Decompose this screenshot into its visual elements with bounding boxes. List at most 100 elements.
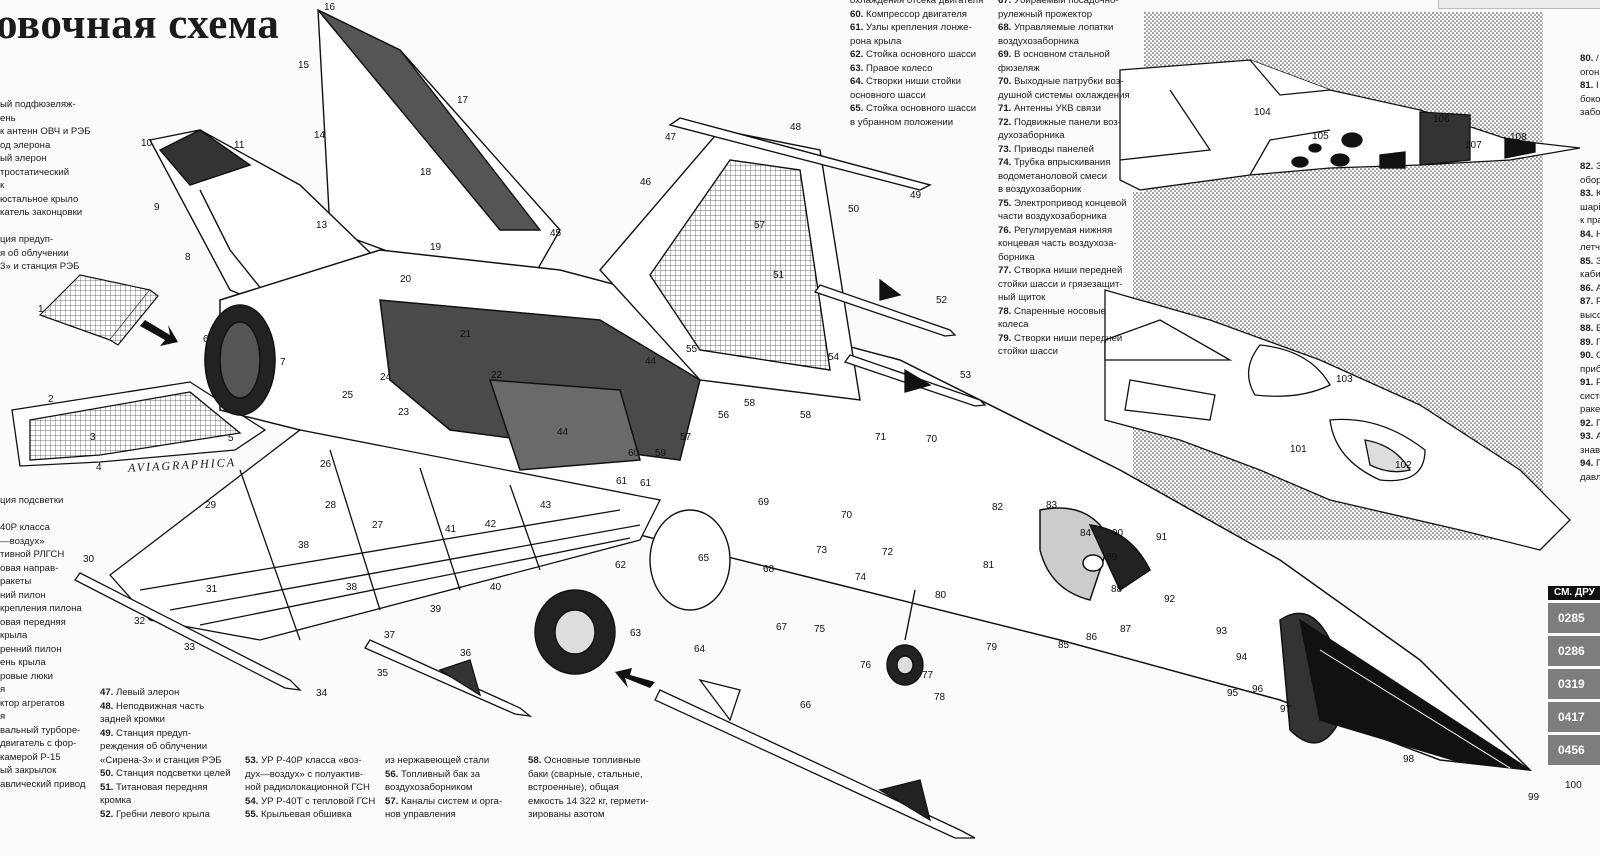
legend-item-number: 56.: [385, 768, 402, 780]
legend-item: 71. Антенны УКВ связи: [998, 102, 1130, 116]
callout-58: 58: [744, 398, 756, 409]
legend-item-text: Выходные патрубки воз-: [1014, 76, 1124, 87]
legend-item: обор: [1580, 174, 1600, 188]
left-wing-panel: [11, 381, 267, 467]
legend-item-number: 94.: [1580, 458, 1597, 469]
legend-item-number: 87.: [1580, 296, 1597, 307]
callout-53: 53: [960, 370, 972, 381]
legend-item: огон: [1580, 66, 1600, 80]
legend-item-number: 88.: [1580, 323, 1597, 334]
legend-line: ция подсветки: [0, 495, 64, 506]
legend-item-text: к пра: [1580, 215, 1600, 226]
legend-item-text: рона крыла: [850, 35, 902, 47]
legend-item: водометаноловой смеси: [998, 170, 1130, 184]
see-also-link-0456[interactable]: 0456: [1548, 732, 1600, 765]
callout-105: 105: [1312, 131, 1329, 142]
legend-line: овая направ-: [0, 562, 59, 574]
legend-line: ый элерон: [0, 153, 47, 164]
legend-item-text: давл: [1580, 471, 1600, 483]
legend-item: 81. I: [1580, 79, 1600, 93]
legend-item: дух—воздух» с полуактив-: [245, 768, 375, 782]
legend-item: 58. Основные топливные: [528, 754, 649, 768]
legend-item-text: в воздухозаборник: [998, 184, 1082, 195]
callout-95: 95: [1227, 688, 1239, 699]
legend-item-text: Убираемый посадочно-: [1014, 0, 1119, 6]
legend-item: каби: [1580, 268, 1600, 282]
callout-3: 3: [90, 432, 96, 443]
legend-item-number: 81.: [1580, 80, 1597, 91]
legend-item: 88. Е: [1580, 322, 1600, 336]
legend-item: воздухозаборника: [998, 35, 1130, 49]
legend-item-number: 89.: [1580, 336, 1597, 348]
callout-47: 47: [665, 132, 677, 143]
legend-item-text: Е: [1596, 323, 1600, 334]
callout-51: 51: [773, 270, 785, 281]
callout-1: 1: [38, 304, 44, 315]
legend-item: 55. Крыльевая обшивка: [245, 808, 375, 822]
callout-60: 60: [628, 448, 640, 459]
callout-48: 48: [790, 122, 802, 133]
see-also-link-0319[interactable]: 0319: [1548, 666, 1600, 699]
legend-item: шарі: [1580, 201, 1600, 215]
legend-item-number: 84.: [1580, 228, 1597, 240]
see-also-link-0417[interactable]: 0417: [1548, 699, 1600, 732]
callout-22: 22: [491, 370, 503, 381]
callout-41: 41: [445, 524, 457, 535]
callout-106: 106: [1433, 114, 1450, 125]
legend-line: тивной РЛГСН: [0, 549, 65, 560]
legend-item-text: Левый элерон: [116, 687, 180, 698]
callout-5: 5: [228, 433, 234, 444]
callout-11: 11: [234, 140, 245, 151]
legend-item: 47. Левый элерон: [100, 686, 231, 700]
fuselage-body: [204, 249, 1533, 771]
callout-77: 77: [922, 670, 934, 681]
see-also-link-0286[interactable]: 0286: [1548, 633, 1600, 666]
legend-item: 67. Убираемый посадочно-: [998, 0, 1130, 8]
callout-38: 38: [346, 582, 358, 593]
legend-line: —воздух»: [0, 535, 45, 547]
see-also-link-0285[interactable]: 0285: [1548, 600, 1600, 633]
callout-79: 79: [986, 642, 998, 653]
legend-item-text: Компрессор двигателя: [866, 8, 968, 20]
legend-line: я: [0, 711, 6, 722]
legend-line: к: [0, 180, 5, 191]
legend-item: колеса: [998, 318, 1130, 332]
legend-item-text: Узлы крепления лонже-: [866, 22, 972, 33]
legend-item: реждения об облучении: [100, 740, 231, 754]
callout-32: 32: [134, 616, 146, 627]
legend-item-text: Р: [1596, 377, 1600, 388]
legend-item-text: стойки шасси: [998, 346, 1058, 357]
legend-item-text: колеса: [998, 319, 1029, 330]
legend-item-number: 64.: [850, 76, 867, 87]
legend-item-text: душной системы охлаждения: [998, 89, 1130, 101]
callout-25: 25: [342, 390, 354, 401]
legend-item-number: 54.: [245, 795, 262, 807]
callout-84: 84: [1080, 528, 1092, 539]
legend-item: 80. /: [1580, 52, 1600, 66]
legend-item-text: Титановая передняя: [116, 781, 208, 793]
callout-104: 104: [1254, 107, 1271, 118]
callout-64: 64: [694, 644, 706, 655]
legend-line: ний пилон: [0, 589, 46, 601]
callout-65: 65: [698, 553, 710, 564]
legend-item-text: приб: [1580, 363, 1600, 375]
legend-item: 52. Гребни левого крыла: [100, 808, 231, 822]
legend-line: 3» и станция РЭБ: [0, 261, 80, 272]
legend-item: 87. Р: [1580, 295, 1600, 309]
legend-item: 94. Г: [1580, 457, 1600, 471]
legend-item-number: 60.: [850, 8, 867, 20]
callout-98: 98: [1403, 754, 1415, 765]
legend-item-text: Г: [1596, 336, 1600, 348]
legend-item: [1580, 133, 1600, 147]
legend-item: 79. Створки ниши передней: [998, 332, 1130, 346]
legend-item-text: водометаноловой смеси: [998, 170, 1107, 182]
legend-item-number: 70.: [998, 76, 1015, 87]
legend-item-text: Правое колесо: [866, 62, 933, 74]
legend-item-text: ной радиолокационной ГСН: [245, 782, 370, 793]
callout-39: 39: [430, 604, 442, 615]
callout-81: 81: [983, 560, 995, 571]
legend-item-number: 52.: [100, 808, 117, 820]
legend-item: 64. Створки ниши стойки: [850, 75, 983, 89]
legend-line: ровые люки: [0, 670, 54, 682]
